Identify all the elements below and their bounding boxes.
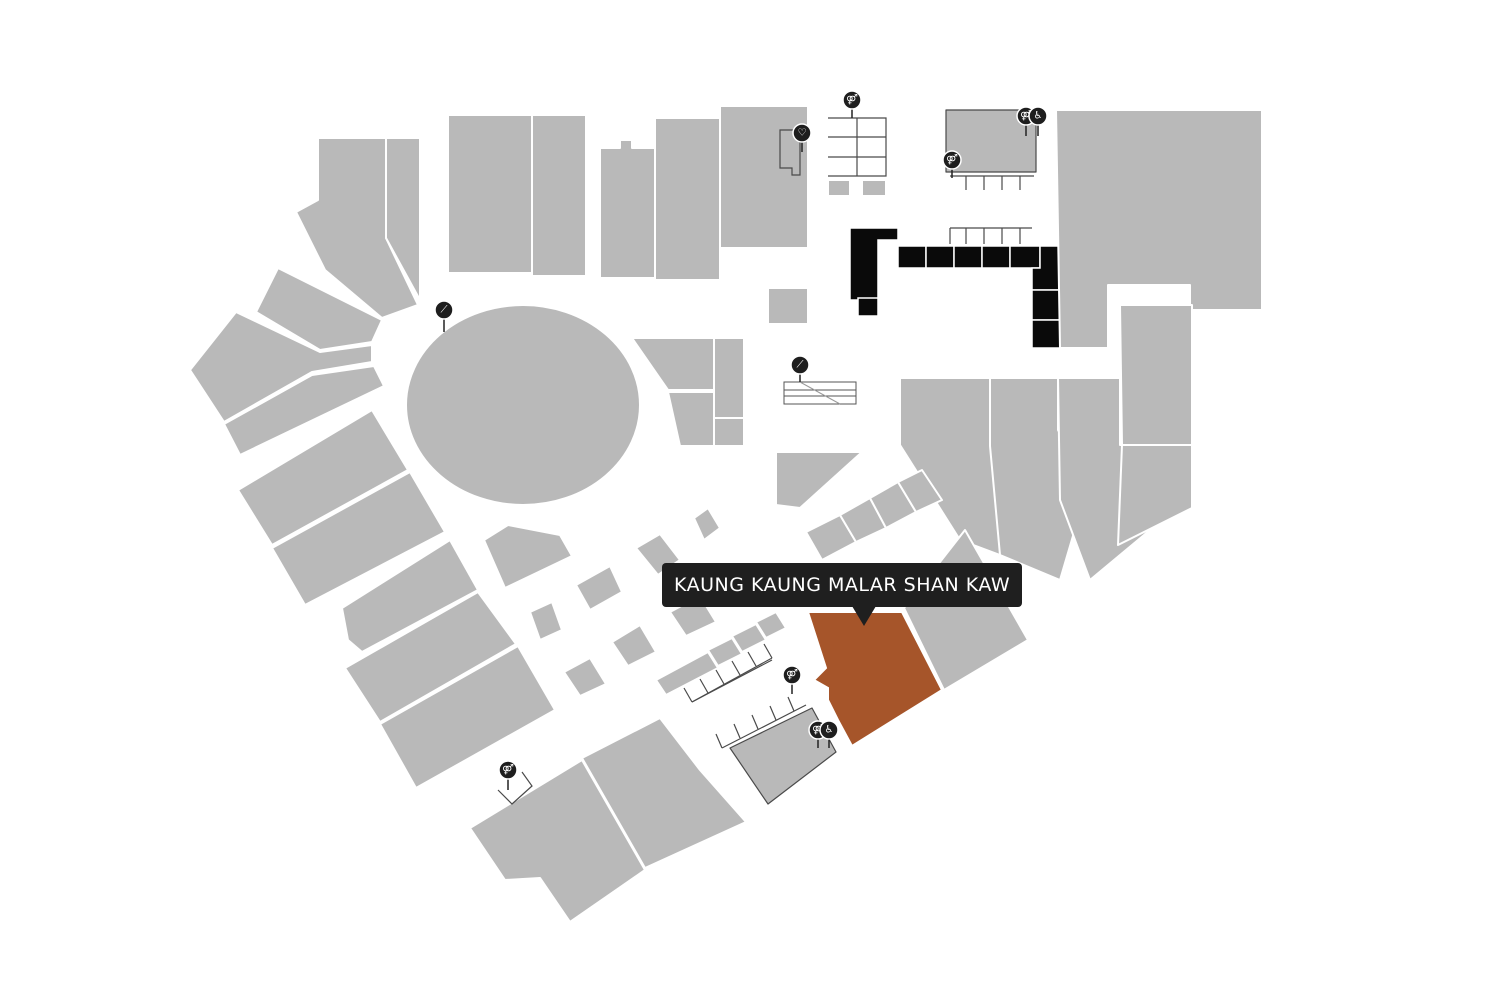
- store-unit[interactable]: [271, 471, 446, 606]
- south-kiosk-row: [655, 611, 787, 703]
- kiosk[interactable]: [767, 287, 809, 325]
- svg-text:⚤: ⚤: [502, 764, 514, 776]
- anchor-store[interactable]: [1055, 109, 1263, 349]
- selected-store-kaung-kaung-malar-shan-kaw[interactable]: [806, 611, 944, 748]
- store-unit[interactable]: [223, 365, 385, 456]
- svg-text:⚤: ⚤: [846, 94, 858, 106]
- store-unit[interactable]: [531, 114, 587, 277]
- store-unit[interactable]: [344, 591, 517, 723]
- store-unit[interactable]: [713, 417, 745, 447]
- highlighted-unit[interactable]: [925, 245, 955, 269]
- northwest-wing: [189, 137, 421, 456]
- svg-text:⚤: ⚤: [812, 724, 824, 736]
- highlighted-unit[interactable]: [1009, 245, 1041, 269]
- escalator-icon[interactable]: ⟋: [790, 355, 810, 382]
- west-shops: [237, 409, 556, 789]
- highlighted-unit[interactable]: [1031, 319, 1061, 349]
- highlighted-unit[interactable]: [1031, 289, 1061, 321]
- east-anchor: [1055, 109, 1263, 349]
- central-atrium: [405, 304, 641, 506]
- amenity-markers: ⚤ ♡ ⚤ ♿ ⚤ ⟋ ⟋ ⚤ ⚤ ♿ ⚤: [434, 90, 1048, 790]
- store-unit[interactable]: [379, 645, 556, 789]
- svg-text:♿: ♿: [1034, 111, 1043, 122]
- baby-care-icon[interactable]: ♡: [792, 123, 812, 152]
- store-unit[interactable]: [1117, 444, 1193, 546]
- store-unit[interactable]: [189, 311, 373, 423]
- svg-text:⚤: ⚤: [946, 154, 958, 166]
- store-unit[interactable]: [713, 337, 745, 419]
- store-unit[interactable]: [1119, 304, 1193, 446]
- kiosk[interactable]: [611, 624, 657, 667]
- highlighted-unit[interactable]: [953, 245, 983, 269]
- highlighted-store-group: [849, 227, 1061, 349]
- wheelchair-icon[interactable]: ♿: [819, 720, 839, 748]
- highlighted-unit[interactable]: [849, 227, 899, 301]
- northeast-restroom-block: [945, 109, 1037, 244]
- store-unit[interactable]: [731, 623, 767, 653]
- central-stores: [631, 337, 863, 509]
- svg-text:⚤: ⚤: [786, 669, 798, 681]
- store-unit[interactable]: [667, 391, 715, 447]
- highlighted-unit[interactable]: [897, 245, 927, 269]
- highlighted-unit[interactable]: [857, 297, 879, 317]
- store-unit[interactable]: [707, 637, 743, 667]
- kiosk[interactable]: [861, 179, 887, 197]
- store-unit[interactable]: [655, 651, 719, 696]
- store-name-tooltip: KAUNG KAUNG MALAR SHAN KAW: [662, 563, 1023, 607]
- north-restroom-block: [828, 117, 887, 177]
- south-restroom-block: [715, 696, 837, 805]
- restroom-icon[interactable]: ⚤: [498, 760, 518, 790]
- tooltip-pointer: [852, 606, 876, 626]
- store-unit[interactable]: [447, 114, 533, 274]
- restroom-icon[interactable]: ⚤: [942, 150, 962, 178]
- svg-text:♡: ♡: [798, 128, 807, 139]
- highlighted-unit[interactable]: [981, 245, 1011, 269]
- svg-text:⚤: ⚤: [1020, 110, 1032, 122]
- kiosk[interactable]: [563, 657, 607, 697]
- kiosk[interactable]: [529, 601, 563, 641]
- store-unit[interactable]: [654, 117, 721, 281]
- store-unit[interactable]: [775, 451, 863, 509]
- restroom-icon[interactable]: ⚤: [782, 665, 802, 694]
- restroom-icon[interactable]: ⚤: [842, 90, 862, 118]
- store-unit[interactable]: [719, 105, 809, 249]
- east-wing: [899, 304, 1193, 581]
- store-unit[interactable]: [237, 409, 409, 546]
- svg-text:⟋: ⟋: [441, 305, 448, 316]
- kiosk[interactable]: [693, 507, 721, 541]
- north-shops: [447, 105, 809, 281]
- selected-store-name: KAUNG KAUNG MALAR SHAN KAW: [674, 574, 1011, 596]
- store-unit[interactable]: [897, 469, 943, 513]
- store-unit[interactable]: [341, 539, 479, 653]
- store-unit[interactable]: [255, 267, 383, 351]
- store-unit[interactable]: [581, 717, 747, 869]
- svg-text:♿: ♿: [825, 725, 834, 736]
- store-unit[interactable]: [755, 611, 787, 639]
- store-unit[interactable]: [631, 337, 715, 391]
- kiosk[interactable]: [483, 524, 573, 589]
- kiosk[interactable]: [575, 565, 623, 611]
- svg-text:⟋: ⟋: [797, 360, 804, 371]
- escalator-icon[interactable]: ⟋: [434, 300, 454, 332]
- kiosk[interactable]: [827, 179, 851, 197]
- store-unit[interactable]: [385, 137, 421, 301]
- store-unit[interactable]: [599, 139, 656, 279]
- escalator-center-stairs: [783, 381, 857, 405]
- southwest-shops: [469, 717, 747, 923]
- wheelchair-icon[interactable]: ♿: [1028, 106, 1048, 136]
